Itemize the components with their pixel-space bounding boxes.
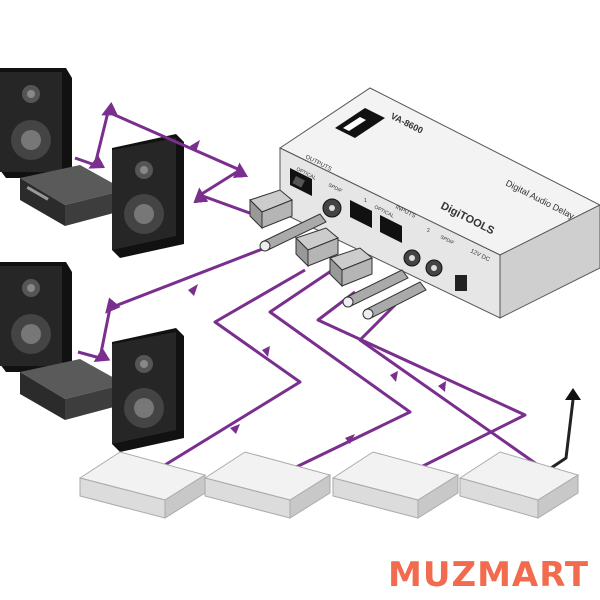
speaker-left-icon (0, 68, 72, 178)
source-device-3 (331, 451, 460, 519)
speaker-right-icon (112, 328, 184, 452)
rca-plug-icon (342, 269, 409, 308)
rca-plug-icon (362, 281, 427, 320)
watermark-text: MUZMART (388, 555, 589, 595)
cable-source-3 (316, 290, 527, 472)
cable-source-1 (159, 268, 306, 470)
speaker-system-bottom (0, 262, 184, 452)
source-device-2 (203, 451, 332, 519)
input-2-label: 2 (427, 228, 430, 234)
optical-in-1-port (350, 200, 372, 228)
optical-out-port (290, 168, 312, 196)
speaker-right-icon (112, 134, 184, 258)
cable-spdif-out (77, 246, 266, 362)
optical-plug-icon (329, 247, 373, 288)
cables (74, 101, 575, 472)
input-1-label: 1 (364, 198, 367, 204)
cable-source-4 (358, 303, 546, 472)
cable-source-2 (268, 263, 412, 472)
power-jack (455, 275, 467, 291)
source-device-1 (78, 451, 207, 519)
device-va8600: VA-8600 Digital Audio Delay DigiTOOLS OU… (278, 87, 600, 319)
receiver-icon (20, 359, 125, 420)
optical-in-2-port (380, 215, 402, 243)
rca-plug-icon (259, 213, 327, 252)
connectors (249, 189, 427, 320)
cable-to-amp (547, 399, 575, 472)
speaker-left-icon (0, 262, 72, 372)
optical-plug-icon (249, 189, 293, 230)
source-device-4 (458, 451, 580, 519)
cable-optical-out (74, 101, 256, 217)
kramer-logo-icon (335, 108, 385, 138)
signal-arrows (188, 140, 446, 444)
output-arrow-icon (565, 388, 581, 400)
optical-plug-icon (295, 227, 339, 268)
